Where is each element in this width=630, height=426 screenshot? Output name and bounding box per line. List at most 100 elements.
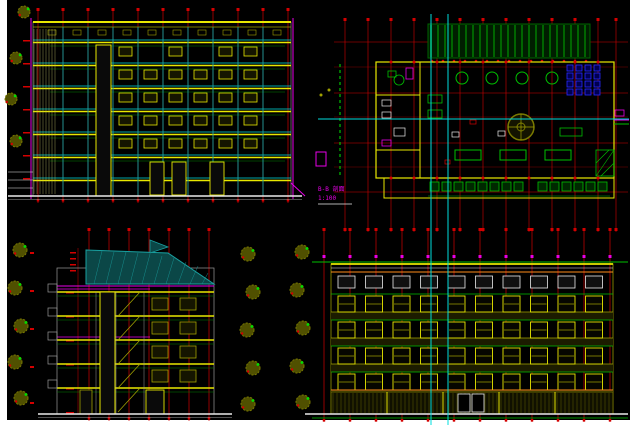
window [193, 115, 208, 126]
grid-marker [207, 417, 211, 420]
planter [513, 181, 524, 192]
door [149, 161, 165, 196]
planter-box [427, 94, 443, 104]
tree-dot [295, 254, 299, 257]
roof-slope [85, 249, 216, 285]
grid-marker [322, 228, 326, 231]
dim-tick [23, 40, 30, 42]
sofa [544, 149, 572, 161]
level-marker [556, 255, 560, 258]
stair-line [117, 363, 141, 389]
bench [559, 127, 583, 137]
tree-dot [14, 400, 18, 403]
grid-marker [389, 18, 393, 21]
planter [489, 181, 500, 192]
clerestory-window [557, 275, 576, 289]
roof-hatch [105, 251, 115, 285]
grid-marker [400, 419, 404, 422]
window [179, 321, 197, 335]
fixture [451, 131, 460, 138]
window [168, 138, 183, 149]
grid-marker [366, 228, 370, 231]
legend-box [315, 151, 327, 167]
grid-marker [187, 417, 191, 420]
column-dot [435, 60, 439, 64]
window [179, 297, 197, 311]
marker [469, 119, 477, 125]
dim-tick [70, 252, 76, 254]
grid-marker [556, 228, 560, 231]
fixture [381, 139, 392, 147]
dim-tick [66, 412, 74, 414]
dim-tick [23, 86, 30, 88]
column-dot [389, 176, 393, 180]
blue-seat [575, 72, 583, 80]
tree-dot [290, 368, 294, 371]
planter [501, 181, 512, 192]
tree-dot [241, 406, 245, 409]
tree-dot [306, 397, 310, 400]
grid-marker [366, 18, 370, 21]
section-label: B-B 剖面 [318, 185, 344, 193]
grid-marker [435, 228, 439, 231]
window [243, 46, 258, 57]
level-marker [504, 255, 508, 258]
legend-box [614, 109, 625, 117]
grid-marker [596, 18, 600, 21]
window [168, 69, 183, 80]
tree-dot [26, 7, 30, 11]
grid-marker [186, 199, 190, 202]
grid-marker [458, 18, 462, 21]
column-dot [435, 176, 439, 180]
window [168, 115, 183, 126]
column-dot [412, 60, 416, 64]
elevator-shaft [99, 291, 116, 415]
level-marker [608, 255, 612, 258]
column-dot [527, 60, 531, 64]
marker [30, 402, 34, 404]
column-dot [596, 176, 600, 180]
tree-dot [300, 361, 304, 364]
grid-marker [107, 228, 111, 231]
marker [30, 252, 34, 254]
plan-wall [383, 177, 615, 199]
window [151, 321, 169, 335]
grid-marker [573, 18, 577, 21]
level-marker [374, 255, 378, 258]
clerestory-window [365, 275, 383, 289]
window [118, 46, 133, 57]
window [243, 69, 258, 80]
grid-marker [167, 228, 171, 231]
grid-marker [596, 228, 600, 231]
parapet-box [72, 29, 82, 36]
tree-dot [8, 290, 12, 293]
fixture [393, 127, 406, 137]
tree-dot [250, 325, 254, 328]
section-scale: 1:100 [318, 195, 336, 202]
roof-vane [149, 239, 170, 254]
blue-seat [584, 64, 592, 72]
grid-marker [261, 199, 265, 202]
marker [327, 88, 331, 92]
grid-marker [478, 228, 482, 231]
planter [537, 181, 548, 192]
clerestory-window [447, 275, 466, 289]
clerestory-window [585, 275, 603, 289]
tree-dot [5, 100, 8, 104]
planter-box [427, 109, 443, 119]
grid-marker [412, 228, 416, 231]
roof-hatch [117, 251, 127, 285]
grid-marker [86, 199, 90, 202]
tree-dot [18, 283, 22, 286]
blue-seat [593, 72, 601, 80]
grid-marker [348, 419, 352, 422]
table [485, 71, 499, 85]
grid-marker [374, 228, 378, 231]
tree-dot [23, 245, 27, 248]
tree-dot [24, 393, 28, 396]
blue-seat [575, 88, 583, 96]
tree-dot [10, 59, 13, 63]
blue-seat [593, 88, 601, 96]
fixture [497, 130, 506, 137]
marker [30, 290, 34, 292]
